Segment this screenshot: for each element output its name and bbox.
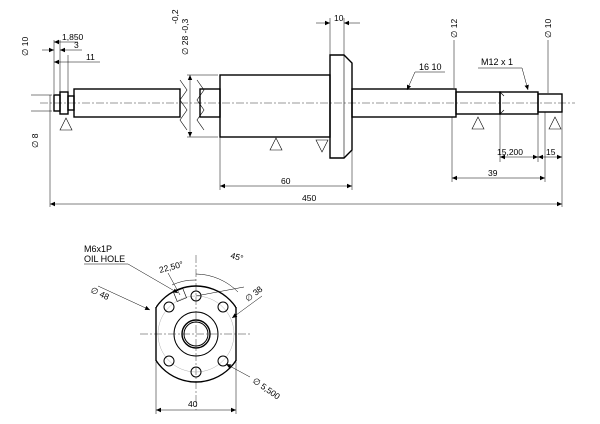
support-triangle <box>548 116 562 130</box>
dim-dia-10-left: ∅ 10 <box>20 37 30 56</box>
callout-oil-hole-2: OIL HOLE <box>84 254 125 264</box>
dim-nut-tol: -0,2 <box>170 9 180 24</box>
angle-arc-22 <box>171 279 197 286</box>
dim-dia-28: ∅ 28 -0,3 <box>180 18 190 55</box>
support-triangle <box>471 116 485 130</box>
right-shaft-end <box>455 91 563 115</box>
dim-dia-38: ∅ 38 <box>243 284 265 304</box>
dim-15200: 15,200 <box>497 147 523 157</box>
callout-oil-hole-1: M6x1P <box>84 244 112 254</box>
dim-dia-12: ∅ 12 <box>449 19 459 38</box>
dim-15: 15 <box>546 147 556 157</box>
dim-1850: 1,850 <box>62 32 84 42</box>
nut-bore <box>183 321 209 347</box>
dim-39: 39 <box>488 168 498 178</box>
dim-dia-48: ∅ 48 <box>89 285 111 302</box>
support-triangle <box>315 139 329 153</box>
callout-thread: M12 x 1 <box>481 57 513 67</box>
support-triangle <box>59 117 73 131</box>
dim-11: 11 <box>86 52 95 62</box>
angle-45: 45° <box>229 250 244 263</box>
dim-3: 3 <box>74 40 79 50</box>
dim-dia-10-right: ∅ 10 <box>543 19 553 38</box>
dim-dia-8: ∅ 8 <box>30 133 40 148</box>
side-view: 1,850 3 11 ∅ 10 ∅ 8 -0,2 ∅ 28 -0,3 ∅ 12 … <box>20 9 575 207</box>
bolt-holes <box>163 290 229 378</box>
dim-40: 40 <box>188 399 198 409</box>
oil-hole <box>173 288 187 302</box>
callout-lead: 16 10 <box>419 62 442 72</box>
angle-22-50: 22,50° <box>158 259 184 275</box>
dim-dia-5500: ∅ 5,500 <box>251 375 282 401</box>
nut-outer-ring <box>173 311 219 357</box>
dim-450: 450 <box>302 193 316 203</box>
support-triangle <box>269 137 283 151</box>
dim-10-flange: 10 <box>334 13 344 23</box>
dim-60: 60 <box>281 176 291 186</box>
break-line-left <box>179 79 188 131</box>
left-shaft-end <box>53 88 181 118</box>
nut-inner-ring <box>181 319 211 349</box>
nut-body <box>219 74 331 138</box>
angle-arc-45 <box>195 273 239 293</box>
front-view: M6x1P OIL HOLE 22,50° 45° ∅ 48 ∅ 38 ∅ 5,… <box>84 244 282 414</box>
flange-outline <box>156 285 236 383</box>
nut-flange <box>329 54 353 159</box>
